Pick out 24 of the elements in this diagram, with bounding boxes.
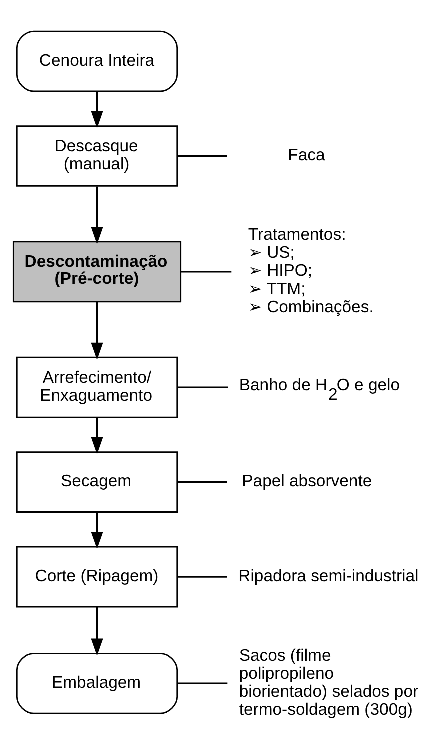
node-box: Cenoura Inteira	[16, 30, 178, 92]
node-text: Ripadora semi-industrial	[238, 566, 419, 585]
connector	[181, 270, 232, 272]
arrow	[91, 302, 104, 360]
arrow	[91, 91, 104, 128]
arrow	[91, 512, 104, 549]
node-box: Secagem	[16, 451, 178, 512]
connector	[177, 154, 228, 157]
node-box: Arrefecimento/ Enxaguamento	[16, 356, 178, 418]
connector	[178, 682, 228, 684]
node-box: Descontaminação (Pré-corte)	[12, 240, 182, 302]
connector	[177, 480, 228, 483]
node-box: Corte (Ripagem)	[16, 546, 178, 608]
node-text: Faca	[288, 145, 326, 164]
arrow	[91, 606, 104, 656]
node-text: Sacos (filme polipropileno biorientado) selados por termo-soldagem (300g)	[239, 645, 419, 719]
connector	[177, 386, 228, 388]
arrow	[91, 417, 104, 454]
node-text: Tratamentos: ➢ US; ➢ HIPO; ➢ TTM; ➢ Combinações.	[248, 224, 374, 316]
arrow	[91, 186, 104, 244]
node-box: Descasque (manual)	[16, 125, 178, 186]
node-text: Papel absorvente	[242, 471, 372, 490]
connector	[178, 576, 228, 578]
node-box: Embalagem	[16, 652, 178, 714]
